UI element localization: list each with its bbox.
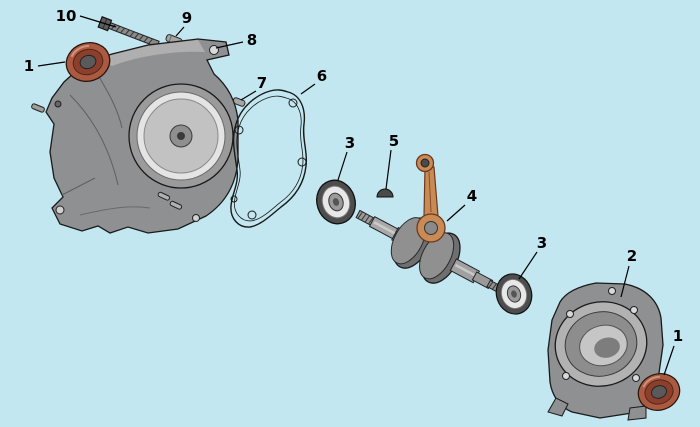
bolt-hole [632,374,640,382]
callout-leader-line-6 [300,83,316,95]
callout-label-10-0: 10 [56,7,77,25]
crankcase-left-half [45,38,239,234]
ball-bearing-lower [495,273,533,315]
callout-leader-line-7 [240,90,257,101]
callout-leader-line-5 [385,149,392,190]
bolt-hole [562,372,570,380]
callout-label-1-3: 1 [24,57,34,75]
connecting-rod [415,153,446,243]
gasket [230,89,308,228]
mount-hole [55,205,65,215]
bearing-boss-opening [128,83,234,189]
callout-label-6-5: 6 [317,67,327,85]
callout-leader-line-2 [620,265,630,298]
bolt-hole [630,306,638,314]
woodruff-key [376,188,394,198]
callout-label-4-8: 4 [467,187,477,205]
callout-label-9-1: 9 [182,9,192,27]
ball-bearing-upper [316,179,356,225]
callout-label-2-10: 2 [627,247,637,265]
callout-label-5-7: 5 [389,132,399,150]
callout-layer: 10 9 8 1 7 6 3 5 4 3 2 1 [24,7,683,376]
callout-leader-line-9 [175,26,185,37]
callout-leader-line-1 [37,61,66,67]
callout-leader-line-3 [518,251,538,280]
callout-leader-line-8 [215,41,244,49]
bolt-hole [608,287,616,295]
callout-label-3-9: 3 [537,234,547,252]
callout-leader-line-3 [337,151,348,181]
callout-label-7-4: 7 [257,74,267,92]
bolt-hole [566,310,574,318]
dowel-pin-side [31,103,45,113]
crankcase-right-half [547,282,664,421]
oil-seal-left [65,42,111,82]
callout-label-3-6: 3 [345,134,355,152]
callout-leader-line-1 [663,345,675,376]
dowel-studs [157,191,183,210]
oil-seal-right [637,373,681,411]
flange-face [554,301,648,387]
mount-hole [192,214,200,222]
callout-label-8-2: 8 [247,31,257,49]
mount-hole [54,100,62,108]
callout-leader-line-10 [79,15,117,28]
mount-hole [209,45,219,55]
callout-label-1-11: 1 [673,327,683,345]
callout-leader-line-4 [446,204,466,222]
